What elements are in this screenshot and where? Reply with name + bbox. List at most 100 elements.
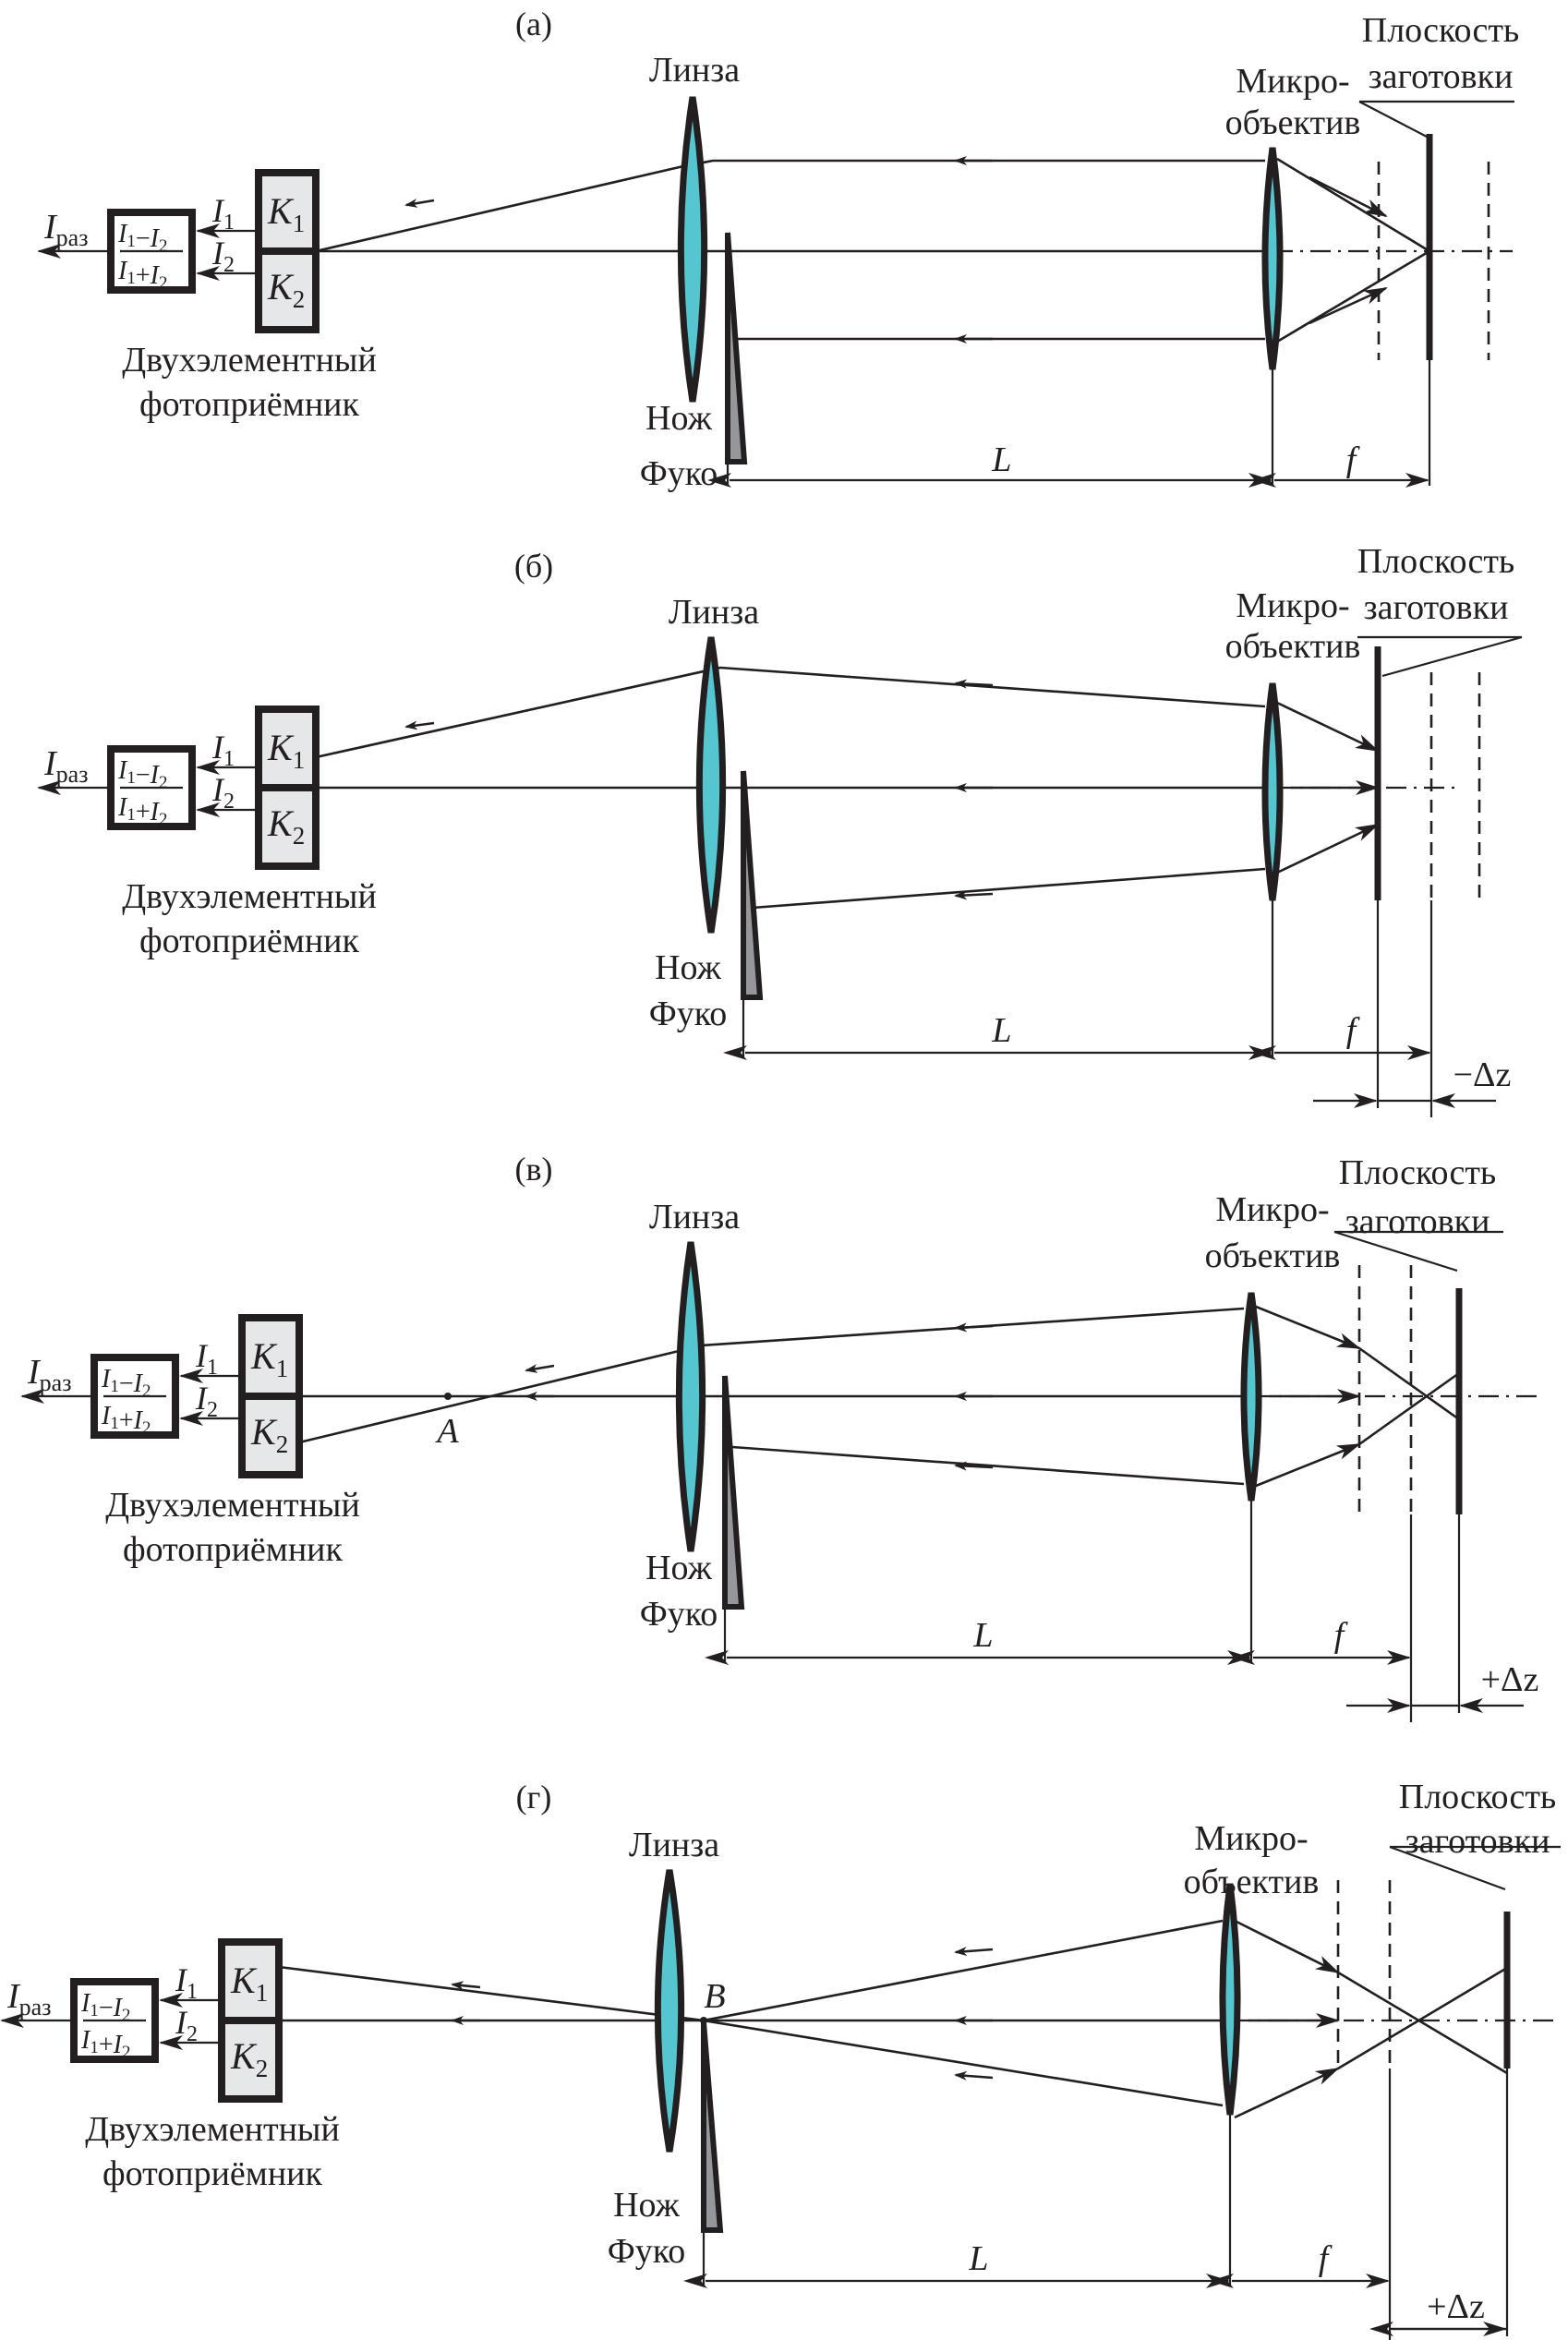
panel-title: (в) bbox=[515, 1151, 553, 1188]
detector-element-k2 bbox=[255, 784, 320, 870]
foucault-knife bbox=[741, 770, 764, 1000]
detector-caption-line2: фотоприёмник bbox=[103, 2154, 322, 2193]
plane-label-leader bbox=[1358, 101, 1428, 138]
formula-denominator: I1+I2 bbox=[80, 2026, 130, 2062]
ray-arrow-detector-1 bbox=[525, 1364, 555, 1373]
output-signal-label: Iраз bbox=[27, 1353, 71, 1396]
micro-objective-label-line2: объектив bbox=[1225, 627, 1361, 666]
knife-label-line2: Фуко bbox=[608, 2232, 686, 2271]
k1-label: K1 bbox=[250, 1335, 288, 1382]
lens-label: Линза bbox=[649, 51, 740, 90]
detector-element-k1 bbox=[255, 169, 320, 255]
collecting-lens bbox=[675, 1241, 706, 1552]
foucault-knife bbox=[725, 232, 748, 464]
plane-label-line2: заготовки bbox=[1345, 1202, 1490, 1241]
plane-label-line1: Плоскость bbox=[1357, 542, 1515, 581]
f-label: f bbox=[1346, 440, 1360, 479]
i1-label: I1 bbox=[211, 192, 235, 235]
two-element-photodetector: K1K2I1−I2I1+I2I1I2IразДвухэлементныйфото… bbox=[0, 1938, 340, 2193]
detector-caption-line2: фотоприёмник bbox=[139, 922, 359, 960]
i1-label: I1 bbox=[211, 729, 235, 771]
formula-numerator: I1−I2 bbox=[101, 1365, 151, 1401]
panel-a: (а) Линза Микро-объектив Плоскость заготовки… bbox=[37, 6, 1520, 493]
detector-caption-line1: Двухэлементный bbox=[122, 341, 377, 380]
lens-label: Линза bbox=[629, 1826, 719, 1864]
cone-ray-lower bbox=[1234, 2067, 1340, 2119]
f-label: f bbox=[1346, 1011, 1360, 1050]
ray-arrow-lower bbox=[954, 2070, 994, 2081]
cone-ray-lower-cont bbox=[1358, 1371, 1460, 1446]
cone-ray-upper-cont bbox=[1358, 1346, 1460, 1421]
lower-return-ray bbox=[703, 2019, 1224, 2107]
micro-objective-lens bbox=[1261, 682, 1284, 901]
k2-label: K2 bbox=[250, 1411, 288, 1458]
two-element-photodetector: K1K2I1−I2I1+I2I1I2IразДвухэлементныйфото… bbox=[37, 706, 377, 960]
micro-objective-lens bbox=[1240, 1292, 1262, 1502]
detector-caption-line2: фотоприёмник bbox=[139, 385, 359, 424]
formula-denominator: I1+I2 bbox=[117, 793, 167, 829]
panel-title: (г) bbox=[516, 1779, 552, 1815]
delta-z-label: +Δz bbox=[1481, 1660, 1539, 1699]
plane-label-leader bbox=[1381, 635, 1523, 678]
knife-label-line1: Нож bbox=[655, 948, 721, 987]
point-a-label: A bbox=[434, 1412, 459, 1451]
micro-objective-label-line2: объектив bbox=[1205, 1236, 1341, 1275]
panel-title: (а) bbox=[515, 6, 552, 42]
detector-caption-line1: Двухэлементный bbox=[122, 877, 377, 916]
lens-label: Линза bbox=[669, 593, 759, 632]
knife-label-line1: Нож bbox=[645, 1549, 712, 1587]
foucault-knife bbox=[722, 1375, 745, 1610]
ray-arrow-detector-1 bbox=[451, 1981, 481, 1991]
detector-element-k2 bbox=[238, 1393, 303, 1478]
ray-arrow-detector bbox=[404, 199, 435, 208]
f-label: f bbox=[1334, 1616, 1348, 1655]
cone-ray-upper-cont bbox=[1337, 1971, 1508, 2075]
knife-label-line1: Нож bbox=[613, 2186, 680, 2225]
knife-label-line2: Фуко bbox=[649, 995, 728, 1033]
knife-label-line1: Нож bbox=[645, 399, 712, 438]
k2-label: K2 bbox=[267, 802, 305, 850]
plane-label-line1: Плоскость bbox=[1339, 1153, 1497, 1192]
micro-objective-label-line2: объектив bbox=[1225, 103, 1361, 142]
L-label: L bbox=[991, 440, 1011, 479]
i2-label: I2 bbox=[195, 1380, 218, 1422]
collecting-lens bbox=[695, 636, 727, 934]
cone-arrow-lower bbox=[1309, 286, 1388, 325]
plane-label-line1: Плоскость bbox=[1399, 1778, 1557, 1816]
knife-label-line2: Фуко bbox=[640, 454, 718, 493]
cone-ray-lower-cont bbox=[1337, 1966, 1508, 2070]
micro-objective-label-line1: Микро- bbox=[1236, 62, 1349, 101]
lower-return-ray bbox=[752, 867, 1266, 910]
L-label: L bbox=[991, 1011, 1011, 1050]
plane-label-line1: Плоскость bbox=[1362, 11, 1520, 50]
detector-element-k2 bbox=[255, 247, 320, 333]
two-element-photodetector: K1K2I1−I2I1+I2I1I2IразДвухэлементныйфото… bbox=[37, 169, 377, 424]
cone-ray-upper bbox=[1255, 1305, 1361, 1350]
ray-arrow-detector bbox=[404, 720, 435, 730]
micro-objective-label-line1: Микро- bbox=[1194, 1819, 1308, 1858]
detector-caption-line2: фотоприёмник bbox=[123, 1530, 343, 1569]
foucault-knife bbox=[701, 2021, 724, 2233]
k2-label: K2 bbox=[267, 266, 305, 313]
delta-z-label: −Δz bbox=[1453, 1055, 1512, 1094]
i2-label: I2 bbox=[175, 2004, 198, 2046]
formula-numerator: I1−I2 bbox=[117, 756, 167, 792]
cone-ray-upper bbox=[1276, 701, 1380, 753]
cone-ray-upper bbox=[1276, 157, 1430, 253]
plane-label-line2: заготовки bbox=[1369, 57, 1514, 96]
upper-return-ray bbox=[278, 1919, 1224, 2022]
plane-label-leader bbox=[1389, 1845, 1506, 1891]
collecting-lens bbox=[654, 1869, 685, 2153]
ray-arrow-lower bbox=[954, 890, 994, 900]
k2-label: K2 bbox=[230, 2035, 268, 2082]
micro-objective-lens bbox=[1219, 1883, 1241, 2116]
knife-label-line2: Фуко bbox=[640, 1595, 718, 1634]
formula-denominator: I1+I2 bbox=[117, 257, 167, 293]
detector-element-k2 bbox=[218, 2017, 283, 2103]
ray-arrow-upper bbox=[954, 679, 994, 689]
cone-arrow-upper bbox=[1309, 175, 1388, 218]
lens-label: Линза bbox=[649, 1198, 740, 1236]
